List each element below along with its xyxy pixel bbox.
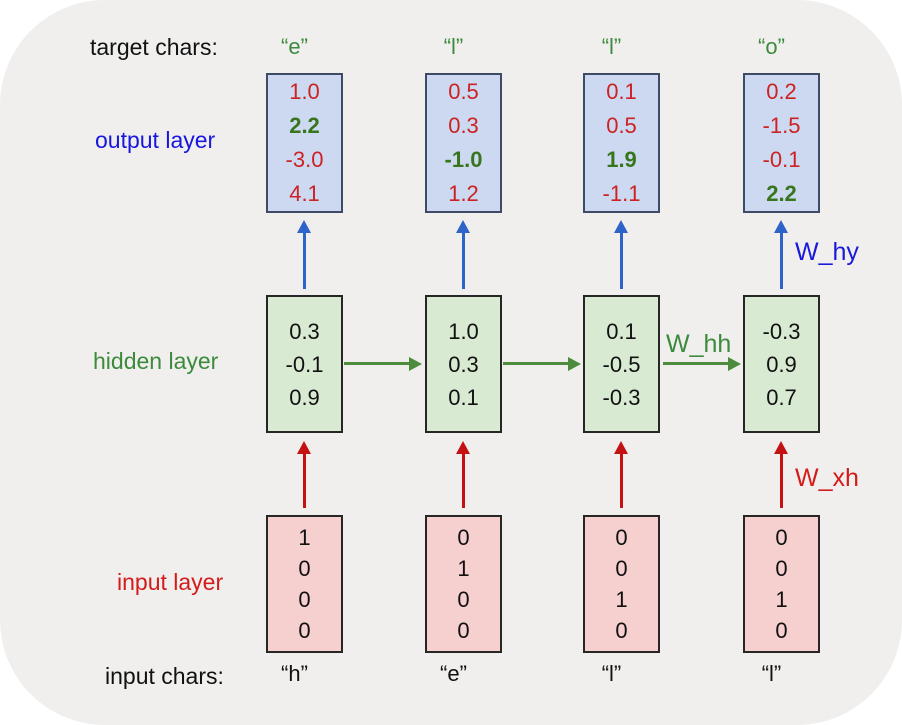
output-value: 1.9 [606,147,637,172]
input-value: 0 [775,556,788,581]
w-hy-label: W_hy [795,238,859,266]
target-char: “e” [281,34,308,59]
output-layer-label: output layer [95,127,216,153]
input-value: 0 [457,618,470,643]
output-value: -1.0 [444,147,483,172]
output-vector: 1.0 2.2 -3.0 4.1 [266,73,343,213]
input-value: 1 [775,587,788,612]
right-arrow-icon [409,357,422,371]
target-char: “l” [601,34,622,59]
hidden-layer-label: hidden layer [93,348,219,374]
input-vector: 0 0 1 0 [743,515,820,653]
hidden-vector: 1.0 0.3 0.1 [425,295,502,433]
input-char: “l” [601,661,622,686]
output-value: 1.0 [289,79,320,104]
right-arrow-icon [728,357,741,371]
up-arrow-icon [297,220,311,233]
input-value: 1 [615,587,628,612]
input-vector: 1 0 0 0 [266,515,343,653]
input-value: 0 [615,556,628,581]
up-arrow-icon [456,441,470,454]
hidden-value: 0.3 [289,318,320,344]
input-vector: 0 0 1 0 [583,515,660,653]
up-arrow-icon [297,441,311,454]
input-value: 0 [615,618,628,643]
output-value: 2.2 [766,181,797,206]
hidden-value: 1.0 [448,318,479,344]
input-char: “e” [440,661,467,686]
output-value: 0.2 [766,79,797,104]
w-hh-label: W_hh [666,330,732,358]
hidden-value: 0.9 [289,384,320,410]
up-arrow-icon [614,220,628,233]
input-value: 1 [457,556,470,581]
input-value: 0 [775,618,788,643]
target-char: “o” [758,34,785,59]
output-value: 0.1 [606,79,637,104]
hidden-value: -0.1 [285,351,324,377]
output-value: 1.2 [448,181,479,206]
hidden-vector: 0.3 -0.1 0.9 [266,295,343,433]
input-value: 0 [775,525,788,550]
input-value: 0 [298,618,311,643]
hidden-vector: -0.3 0.9 0.7 [743,295,820,433]
input-char: “h” [281,661,308,686]
output-value: 2.2 [289,113,320,138]
input-char: “l” [761,661,782,686]
output-value: 0.5 [606,113,637,138]
output-value: 0.5 [448,79,479,104]
output-value: -1.5 [762,113,801,138]
right-arrow-icon [568,357,581,371]
output-value: -3.0 [285,147,324,172]
output-value: 0.3 [448,113,479,138]
hidden-value: 0.9 [766,351,797,377]
output-value: 4.1 [289,181,320,206]
hidden-value: 0.7 [766,384,797,410]
hidden-value: 0.3 [448,351,479,377]
output-vector: 0.2 -1.5 -0.1 2.2 [743,73,820,213]
input-chars-label: input chars: [105,663,224,689]
output-vector: 0.5 0.3 -1.0 1.2 [425,73,502,213]
hidden-value: -0.3 [762,318,801,344]
hidden-value: -0.5 [602,351,641,377]
hidden-value: 0.1 [606,318,637,344]
output-value: -1.1 [602,181,641,206]
input-value: 1 [298,525,311,550]
input-value: 0 [298,587,311,612]
output-vector: 0.1 0.5 1.9 -1.1 [583,73,660,213]
input-value: 0 [457,587,470,612]
target-char: “l” [443,34,464,59]
input-vector: 0 1 0 0 [425,515,502,653]
input-value: 0 [615,525,628,550]
target-chars-label: target chars: [90,34,218,60]
input-value: 0 [298,556,311,581]
hidden-vector: 0.1 -0.5 -0.3 [583,295,660,433]
up-arrow-icon [614,441,628,454]
up-arrow-icon [774,441,788,454]
input-value: 0 [457,525,470,550]
up-arrow-icon [774,220,788,233]
hidden-value: 0.1 [448,384,479,410]
hidden-value: -0.3 [602,384,641,410]
up-arrow-icon [456,220,470,233]
output-value: -0.1 [762,147,801,172]
input-layer-label: input layer [117,569,224,595]
w-xh-label: W_xh [795,464,859,492]
